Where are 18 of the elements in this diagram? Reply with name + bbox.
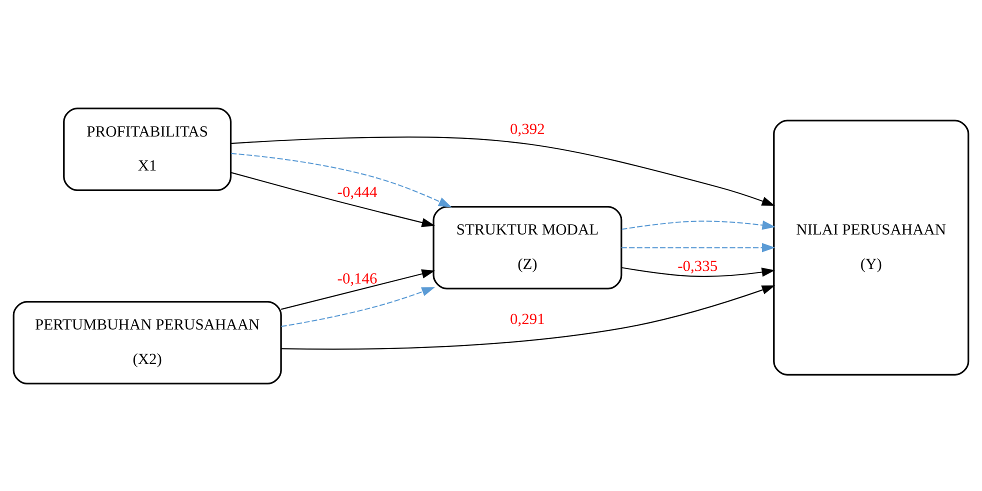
arrow <box>281 268 436 310</box>
arrow <box>622 220 776 230</box>
arrow <box>281 286 436 327</box>
node-box: NILAI PERUSAHAAN (Y) <box>773 119 970 376</box>
edge-label: -0,146 <box>337 270 378 287</box>
node-box: STRUKTUR MODAL (Z) <box>432 205 622 289</box>
edge-label: -0,335 <box>678 258 718 275</box>
edge-label: -0,444 <box>337 184 378 201</box>
edge-label: 0,392 <box>510 120 545 138</box>
arrow <box>231 136 776 206</box>
arrow <box>230 172 436 227</box>
arrow <box>621 242 776 252</box>
arrow <box>231 152 452 207</box>
edge-label: 0,291 <box>510 310 545 328</box>
arrow <box>622 266 776 276</box>
node-box: PROFITABILITAS X1 <box>63 107 232 191</box>
node-box: PERTUMBUHAN PERUSAHAAN (X2) <box>12 300 282 384</box>
arrow <box>281 284 776 350</box>
